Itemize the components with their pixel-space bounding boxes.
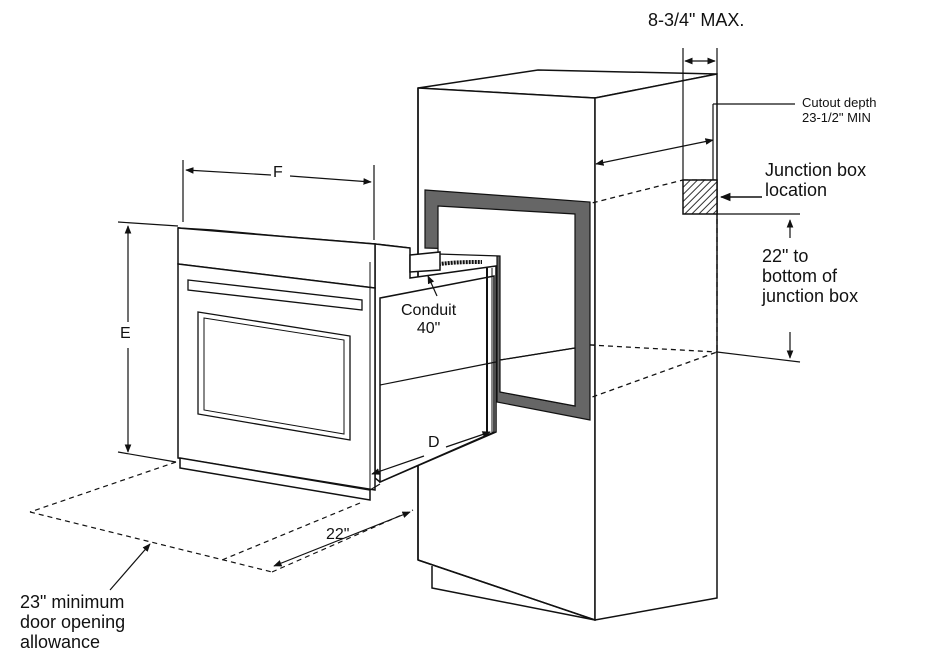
floor-22-dimension xyxy=(273,511,411,567)
oven-toe-kick xyxy=(179,457,371,501)
dimension-f xyxy=(182,160,375,240)
allowance-leader xyxy=(109,543,151,591)
junction-height-dimension xyxy=(716,213,801,363)
max-depth-label: 8-3/4" MAX. xyxy=(648,10,745,30)
cabinet-base-recess xyxy=(417,559,596,621)
oven xyxy=(177,227,497,501)
conduit-leader xyxy=(427,275,438,297)
to-bottom-label: 22" to bottom of junction box xyxy=(762,246,859,307)
oven-window xyxy=(197,311,351,441)
oven-handle xyxy=(187,279,363,311)
dimension-e-label: E xyxy=(120,325,131,342)
dimension-e xyxy=(117,221,179,463)
cutout-depth-dimension xyxy=(595,103,795,180)
junction-box-label: Junction box location xyxy=(765,160,867,201)
junction-box xyxy=(682,179,718,215)
cutout-depth-label: Cutout depth 23-1/2" MIN xyxy=(802,95,877,125)
floor-22-label: 22" xyxy=(326,526,350,543)
dimension-f-label: F xyxy=(273,164,283,181)
dimension-d-label: D xyxy=(428,434,440,451)
cabinet-side xyxy=(594,73,718,621)
oven-door xyxy=(177,263,376,491)
door-allowance-label: 23" minimum door opening allowance xyxy=(20,592,126,653)
dimension-d xyxy=(371,431,491,475)
oven-rail xyxy=(379,275,495,484)
conduit-label: Conduit 40" xyxy=(401,302,457,337)
